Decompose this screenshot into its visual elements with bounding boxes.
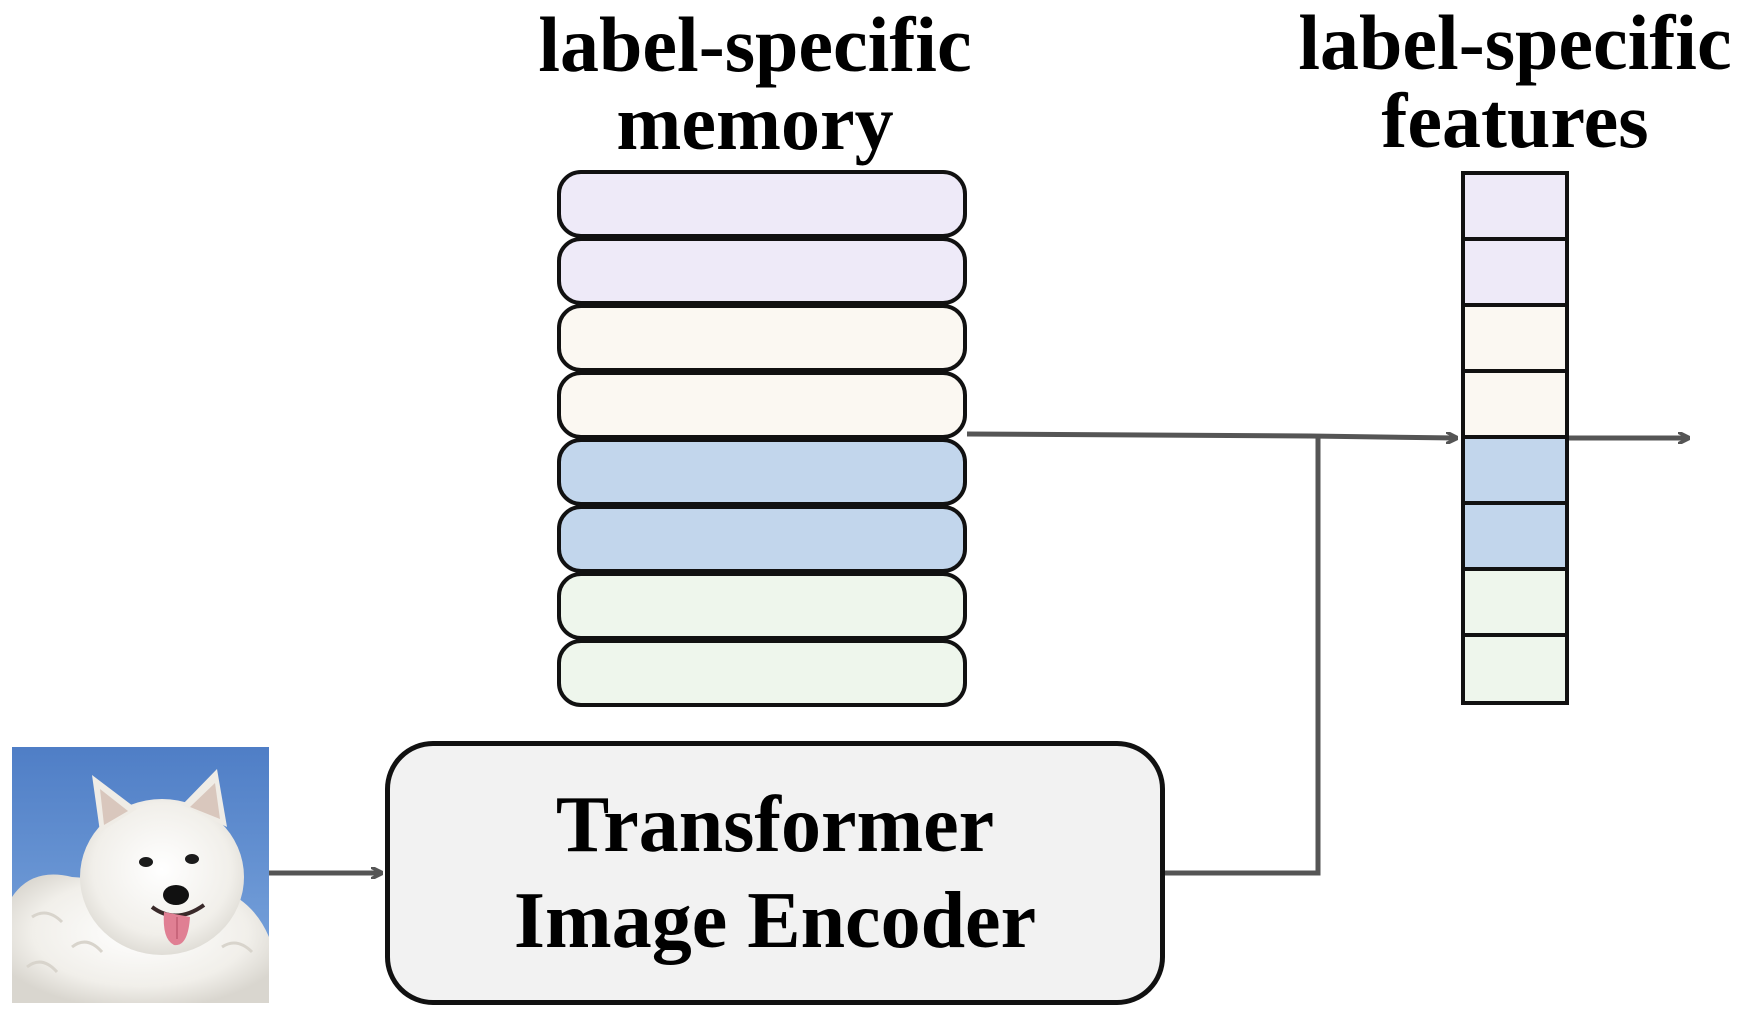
memory-title-line-1: label-specific — [538, 1, 972, 88]
memory-slot — [557, 371, 967, 439]
feature-cell — [1465, 505, 1565, 571]
label-specific-features-vector — [1461, 171, 1569, 705]
feature-cell — [1465, 571, 1565, 637]
feature-cell — [1465, 307, 1565, 373]
features-title-line-2: features — [1381, 77, 1649, 164]
memory-slot — [557, 505, 967, 573]
memory-title: label-specific memory — [505, 6, 1005, 162]
features-title: label-specific features — [1275, 4, 1748, 160]
feature-cell — [1465, 241, 1565, 307]
memory-title-line-2: memory — [616, 79, 894, 166]
encoder-label-line-1: Transformer — [555, 781, 995, 869]
encoder-to-features-connector — [1165, 436, 1321, 876]
memory-slot — [557, 304, 967, 372]
input-image — [12, 747, 269, 1003]
features-title-line-1: label-specific — [1298, 0, 1732, 86]
encoder-label-line-2: Image Encoder — [513, 877, 1037, 965]
memory-slot — [557, 237, 967, 305]
feature-cell — [1465, 637, 1565, 701]
transformer-image-encoder-box: Transformer Image Encoder — [385, 741, 1165, 1005]
memory-slot — [557, 438, 967, 506]
memory-slot — [557, 639, 967, 707]
label-specific-memory-stack — [557, 170, 967, 707]
samoyed-dog-photo-icon — [12, 747, 269, 1003]
feature-cell — [1465, 373, 1565, 439]
memory-slot — [557, 572, 967, 640]
feature-cell — [1465, 175, 1565, 241]
feature-cell — [1465, 439, 1565, 505]
memory-to-features-arrow — [966, 431, 1456, 438]
memory-slot — [557, 170, 967, 238]
